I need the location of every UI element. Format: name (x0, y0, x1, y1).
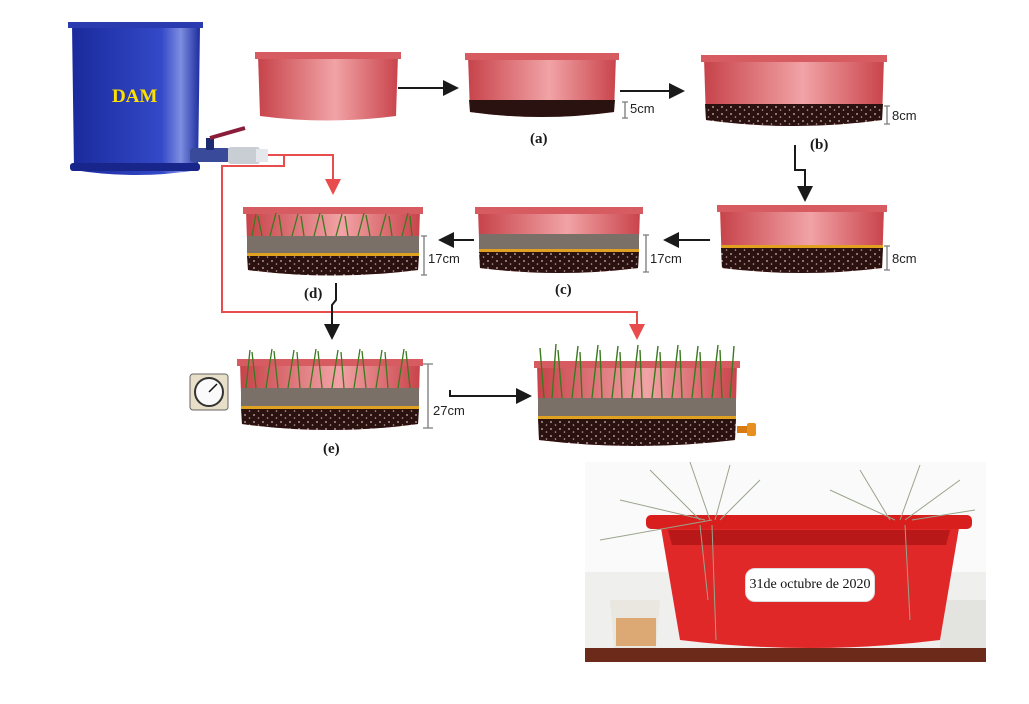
grass-final (539, 343, 735, 399)
basin-step-c (475, 207, 643, 273)
depth-e: 27cm (433, 403, 465, 418)
depth-a: 5cm (630, 101, 655, 116)
basin-step-b2 (717, 205, 887, 273)
dimension-brackets (421, 101, 890, 429)
basin-step-e (237, 348, 423, 430)
tank-valve (190, 126, 268, 164)
basin-final (534, 343, 756, 446)
process-arrows (324, 80, 813, 404)
basin-step-a (465, 53, 619, 117)
depth-b: 8cm (892, 108, 917, 123)
pressure-gauge-icon (189, 373, 229, 411)
basin-empty (255, 52, 401, 121)
depth-d: 17cm (428, 251, 460, 266)
tank-label: DAM (112, 86, 158, 107)
water-tank (68, 22, 203, 175)
grass-e (245, 348, 411, 389)
flow-lines (221, 154, 645, 340)
step-c-label: (c) (555, 282, 572, 298)
depth-c: 17cm (650, 251, 682, 266)
step-b-label: (b) (810, 137, 829, 153)
step-a-label: (a) (530, 131, 548, 147)
experiment-photo (585, 461, 986, 662)
drain-tap-icon (737, 423, 756, 436)
depth-b2: 8cm (892, 251, 917, 266)
grass-d (251, 212, 413, 237)
basin-step-b (701, 55, 887, 126)
basin-step-d (243, 207, 423, 276)
photo-date-caption: 31de octubre de 2020 (745, 568, 875, 602)
step-e-label: (e) (323, 441, 340, 457)
step-d-label: (d) (304, 286, 323, 302)
